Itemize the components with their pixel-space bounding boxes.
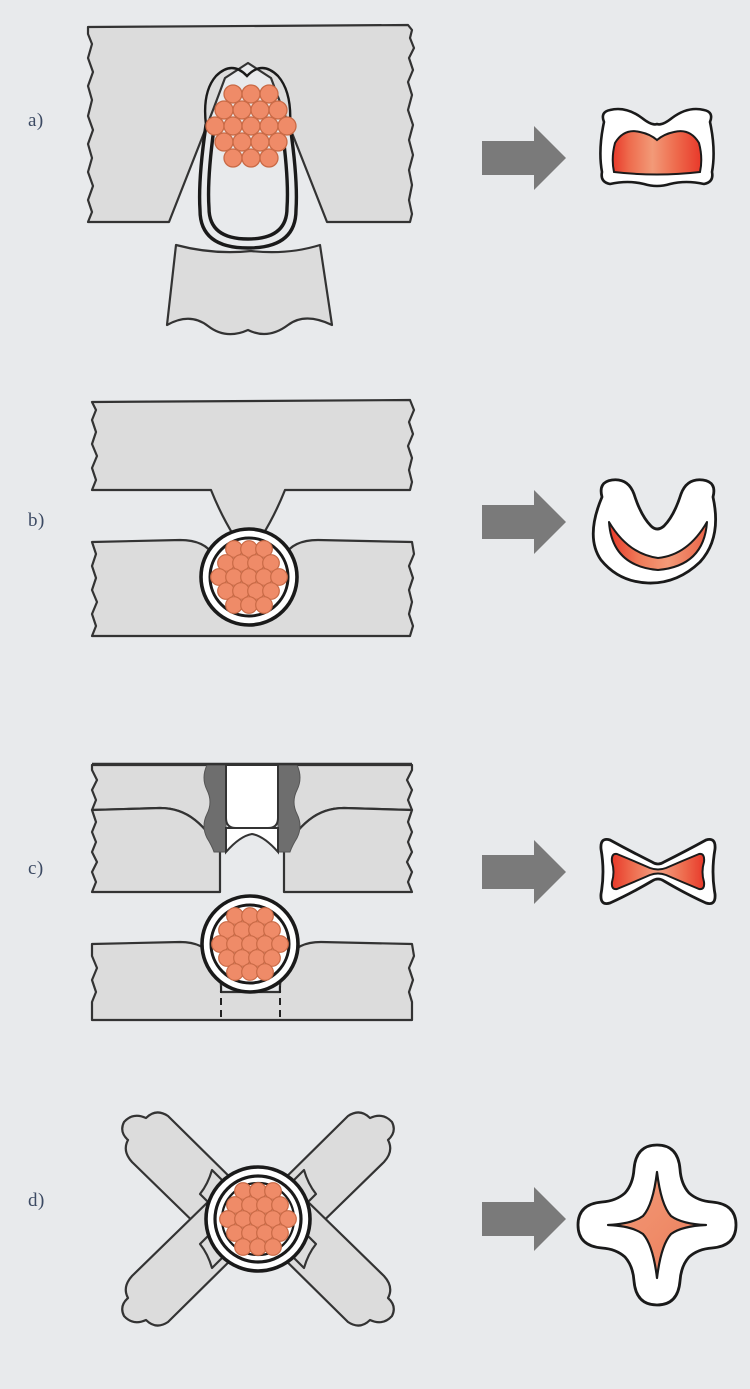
panel-c	[0, 720, 750, 1040]
guide-block-right-c	[277, 764, 301, 853]
lower-anvil-a	[165, 243, 334, 336]
result-cross-section-c	[599, 838, 717, 905]
sliding-insert-c	[225, 764, 279, 855]
result-cross-section-b	[591, 478, 717, 585]
panel-label-d: d)	[28, 1190, 45, 1211]
guide-block-left-c	[203, 764, 227, 853]
result-cross-section-a	[599, 107, 715, 188]
wire-round-d	[204, 1165, 312, 1273]
upper-v-punch-b	[90, 398, 416, 546]
wire-round-b	[199, 527, 299, 627]
upper-die-a	[86, 23, 416, 224]
panel-label-a: a)	[28, 110, 44, 131]
upper-die-right-c	[282, 763, 414, 894]
result-cross-section-d	[576, 1143, 738, 1307]
panel-label-b: b)	[28, 510, 45, 531]
arrow-d	[482, 1187, 566, 1251]
arrow-b	[482, 490, 566, 554]
wire-strands-a	[205, 84, 297, 168]
panel-d	[0, 1050, 750, 1389]
arrow-c	[482, 840, 566, 904]
panel-b	[0, 370, 750, 690]
wire-round-c	[200, 894, 300, 994]
panel-label-c: c)	[28, 858, 44, 879]
upper-die-left-c	[90, 763, 222, 894]
panel-a	[0, 0, 750, 370]
arrow-a	[482, 126, 566, 190]
